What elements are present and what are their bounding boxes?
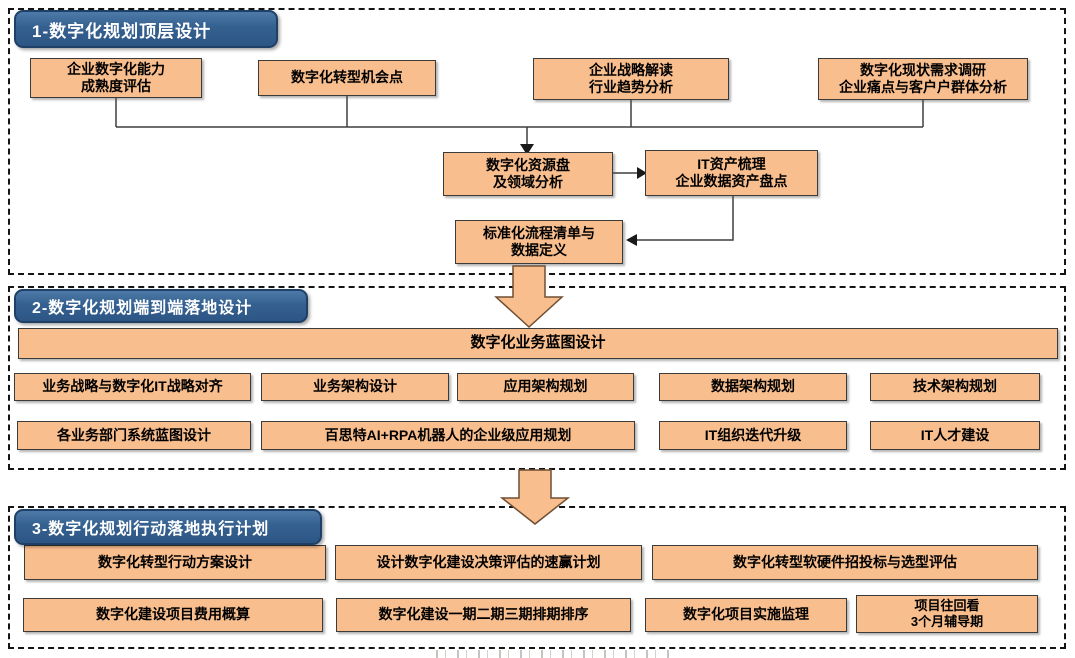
box-status-demand-research: 数字化现状需求调研 企业痛点与客户户群体分析	[818, 58, 1028, 100]
box-it-asset-review: IT资产梳理 企业数据资产盘点	[645, 150, 818, 196]
box-data-architecture: 数据架构规划	[659, 373, 847, 401]
box-it-talent: IT人才建设	[870, 421, 1040, 450]
box-quick-win-plan: 设计数字化建设决策评估的速赢计划	[335, 545, 642, 580]
box-transformation-opportunities: 数字化转型机会点	[258, 60, 436, 96]
arrowhead-right-icon	[637, 167, 647, 179]
section1-title-badge: 1-数字化规划顶层设计	[14, 10, 278, 48]
cutoff-watermark	[436, 650, 676, 658]
box-digital-resource-inventory: 数字化资源盘 及领域分析	[443, 152, 613, 196]
box-ai-rpa-application-planning: 百思特AI+RPA机器人的企业级应用规划	[261, 421, 635, 450]
box-bidding-selection-evaluation: 数字化转型软硬件招投标与选型评估	[652, 545, 1038, 580]
box-action-plan-design: 数字化转型行动方案设计	[24, 545, 326, 580]
box-business-blueprint-design: 数字化业务蓝图设计	[18, 328, 1058, 359]
section3-title-badge: 3-数字化规划行动落地执行计划	[14, 509, 322, 545]
box-implementation-supervision: 数字化项目实施监理	[645, 598, 847, 632]
box-business-architecture: 业务架构设计	[261, 373, 449, 401]
arrowhead-left-icon	[626, 234, 637, 246]
box-standard-process-list: 标准化流程清单与 数据定义	[455, 220, 623, 264]
box-strategy-alignment: 业务战略与数字化IT战略对齐	[14, 373, 251, 401]
section2-title-badge: 2-数字化规划端到端落地设计	[14, 289, 308, 323]
box-project-review-coaching: 项目往回看 3个月辅导期	[856, 595, 1038, 633]
box-department-blueprint: 各业务部门系统蓝图设计	[17, 421, 251, 450]
box-application-architecture: 应用架构规划	[457, 373, 634, 401]
box-tech-architecture: 技术架构规划	[870, 373, 1040, 401]
box-digital-capability-maturity: 企业数字化能力 成熟度评估	[30, 58, 202, 98]
arrowhead-down-icon	[520, 144, 534, 155]
box-phase-sequencing: 数字化建设一期二期三期排期排序	[336, 598, 631, 632]
box-it-org-upgrade: IT组织迭代升级	[659, 421, 847, 450]
box-project-cost-estimate: 数字化建设项目费用概算	[23, 598, 323, 632]
box-strategy-interpretation-trend-analysis: 企业战略解读 行业趋势分析	[533, 58, 729, 100]
